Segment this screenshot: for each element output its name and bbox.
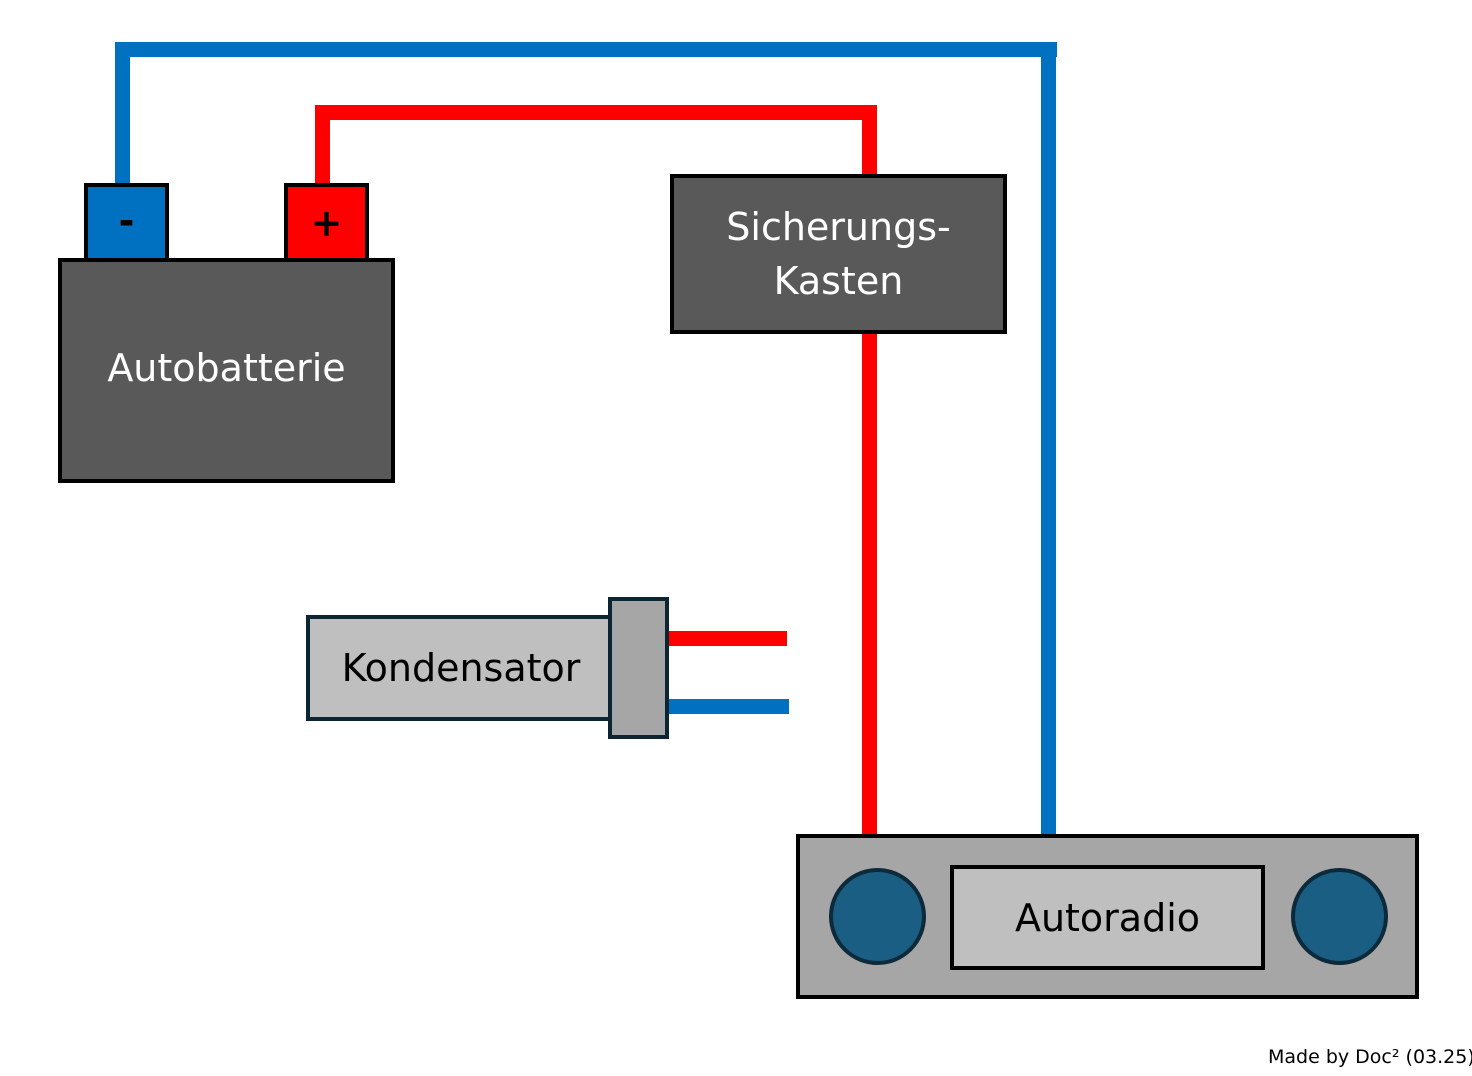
positive-sign: + — [310, 201, 343, 245]
positive-wire-fusebox-in — [862, 105, 877, 177]
car-battery: Autobatterie — [58, 258, 395, 483]
positive-wire-fusebox-to-radio — [862, 330, 877, 838]
battery-label: Autobatterie — [107, 345, 346, 390]
capacitor-cap — [608, 597, 669, 739]
fuse-box: Sicherungs- Kasten — [670, 174, 1007, 334]
car-radio: Autoradio — [796, 834, 1419, 999]
capacitor-negative-lead — [666, 699, 789, 714]
credit-text: Made by Doc² (03.25) — [1268, 1046, 1472, 1068]
fuse-box-label-line2: Kasten — [773, 259, 904, 303]
capacitor-label: Kondensator — [341, 646, 581, 690]
positive-wire-top-horizontal — [315, 105, 877, 120]
capacitor-body: Kondensator — [306, 615, 616, 721]
left-speaker-icon — [829, 868, 926, 965]
right-speaker-icon — [1291, 868, 1388, 965]
battery-negative-terminal: - — [84, 183, 169, 263]
radio-label: Autoradio — [1014, 895, 1201, 940]
negative-wire-radio-vertical — [1041, 42, 1056, 838]
negative-wire-top-horizontal — [115, 42, 1057, 57]
capacitor-positive-lead — [666, 631, 787, 646]
radio-display: Autoradio — [950, 865, 1265, 970]
negative-sign: - — [118, 199, 135, 243]
battery-positive-terminal: + — [284, 183, 369, 263]
fuse-box-label-line1: Sicherungs- — [726, 205, 951, 249]
negative-wire-battery-vertical — [115, 42, 130, 187]
positive-wire-battery-vertical — [315, 105, 330, 187]
